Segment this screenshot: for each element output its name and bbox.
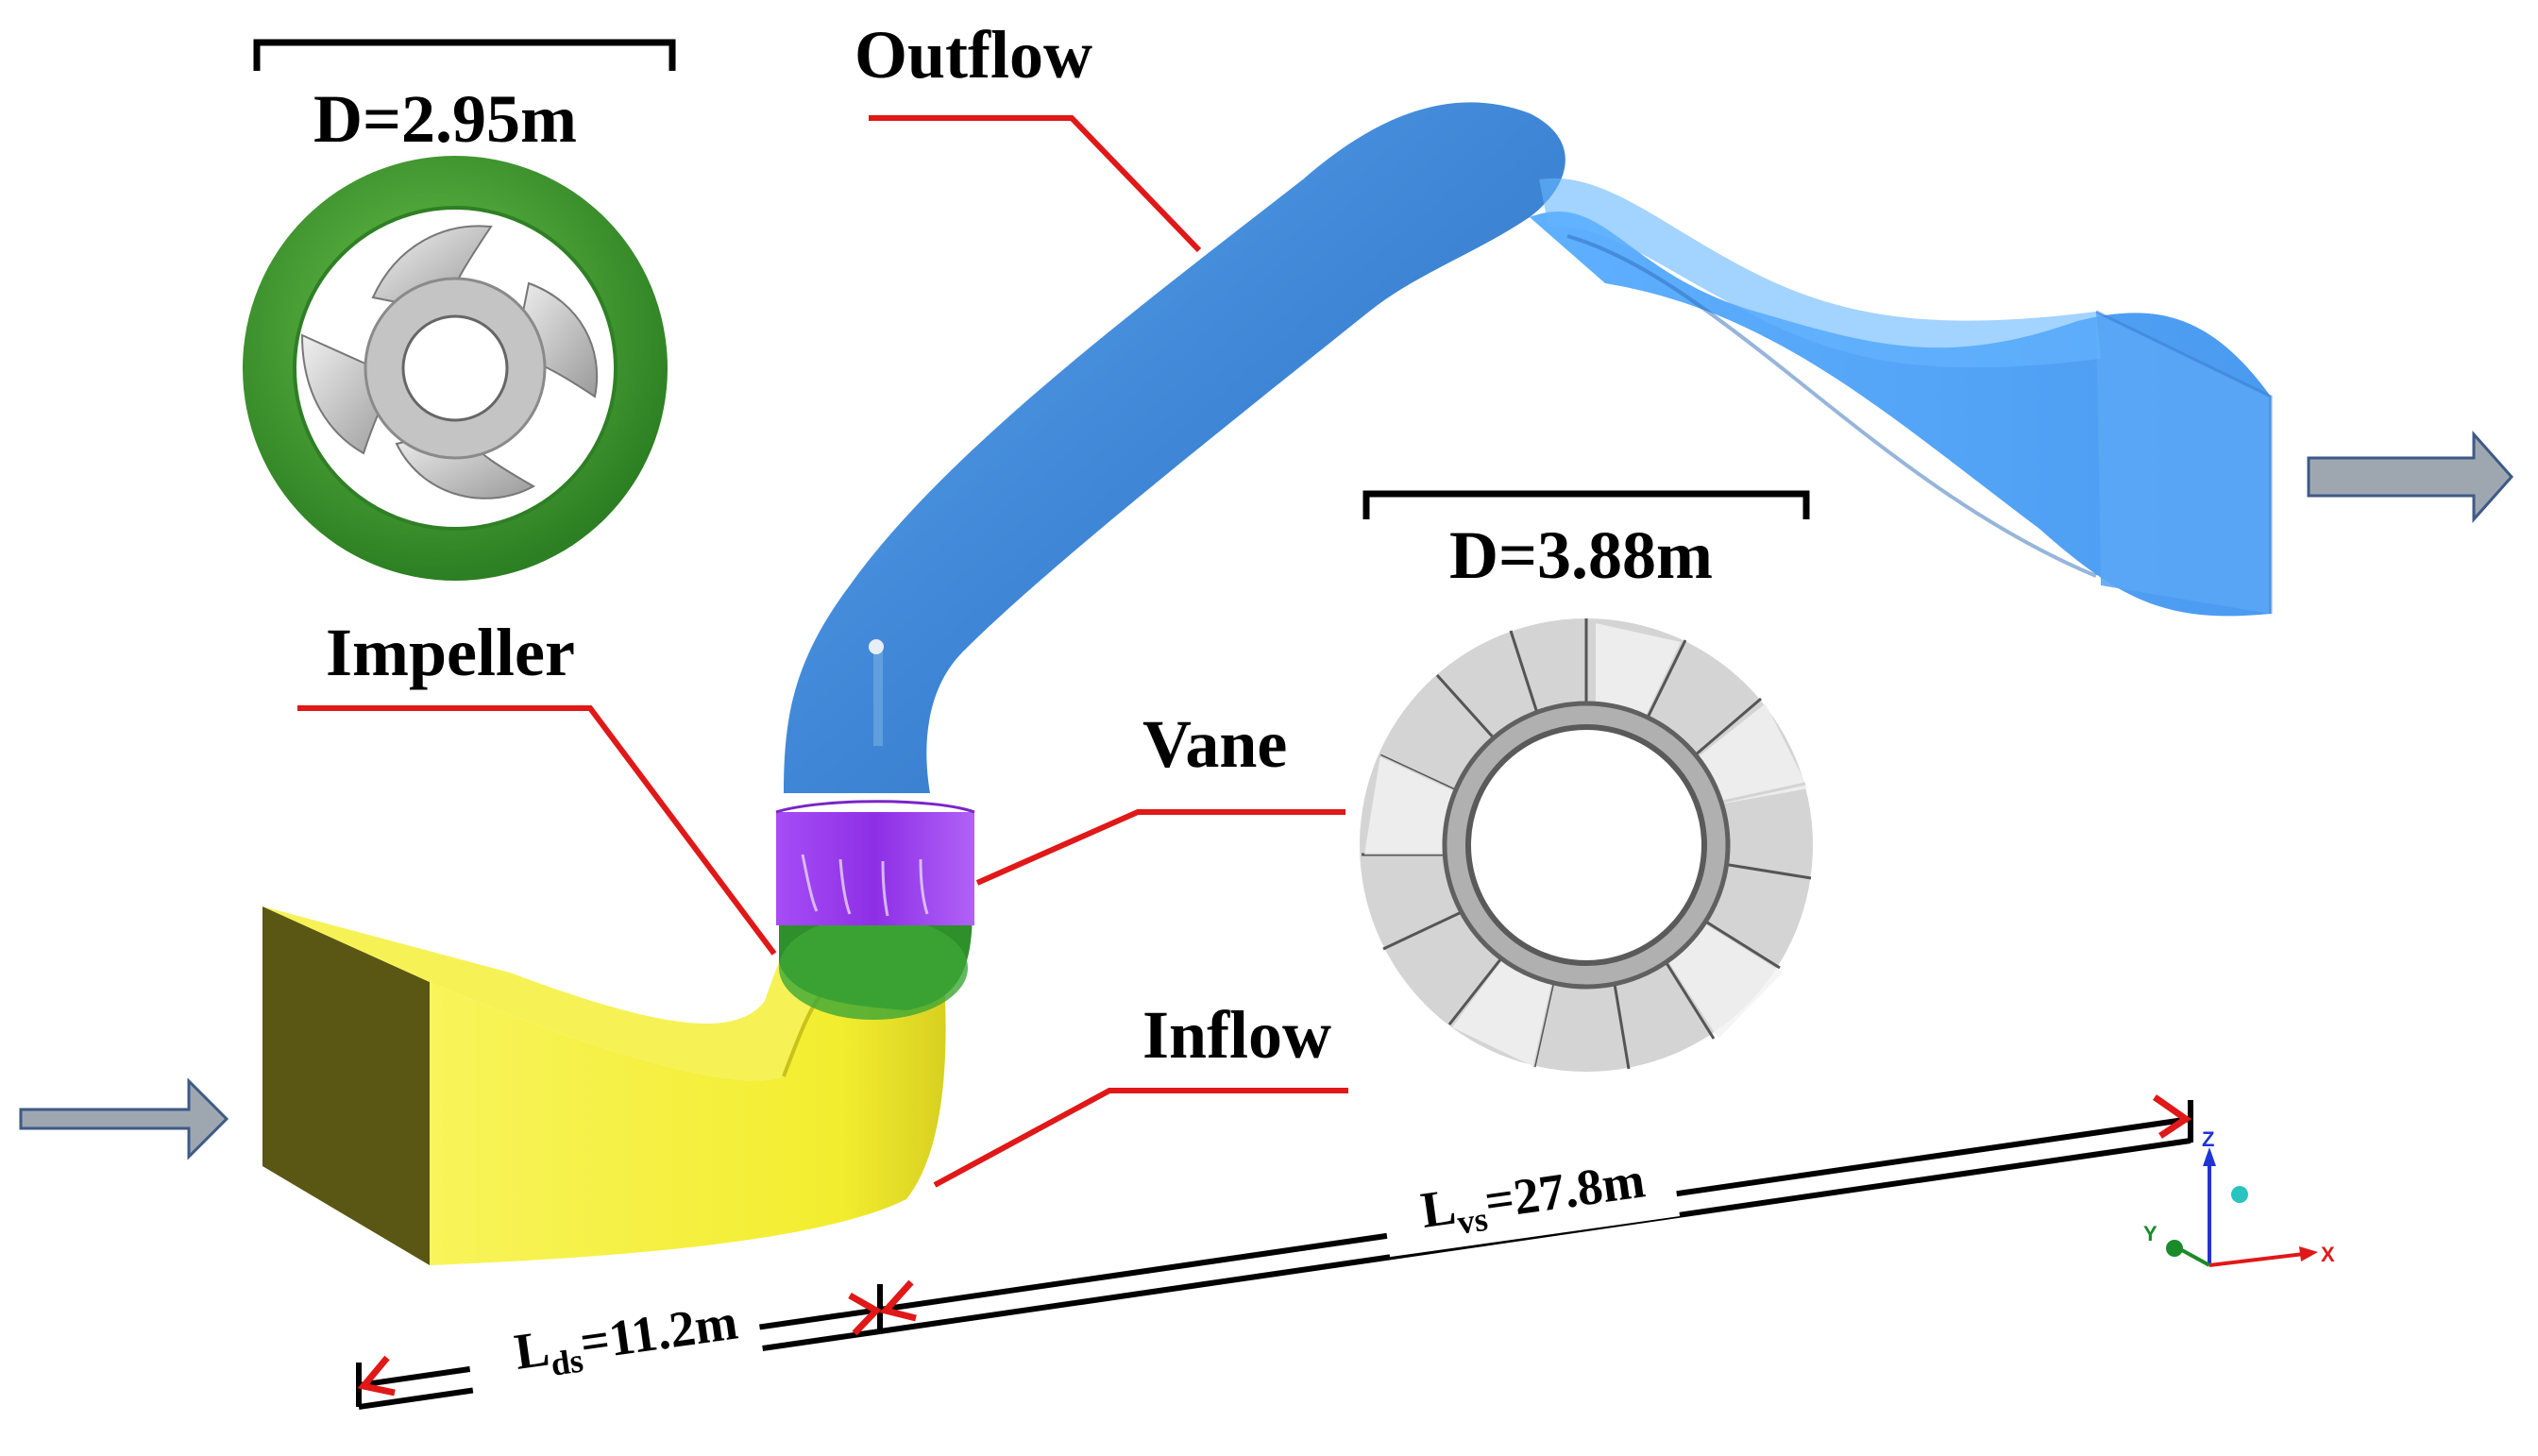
pump-section bbox=[775, 800, 975, 1020]
vane-leader bbox=[975, 809, 1345, 886]
vane-diameter-label: D=3.88m bbox=[1449, 517, 1713, 593]
vane-label: Vane bbox=[1142, 706, 1287, 782]
axis-y-label: Y bbox=[2143, 1222, 2157, 1245]
impeller-detail bbox=[243, 156, 668, 581]
impeller-leader bbox=[297, 705, 777, 956]
inflow-leader bbox=[933, 1088, 1348, 1188]
vane-detail bbox=[1360, 618, 1813, 1072]
outflow-leader bbox=[869, 115, 1202, 253]
inflow-duct bbox=[262, 906, 946, 1265]
inflow-label: Inflow bbox=[1142, 997, 1331, 1073]
outflow-duct bbox=[784, 102, 2273, 794]
impeller-scale-bar bbox=[253, 39, 676, 71]
leader-lines bbox=[297, 115, 1348, 1188]
length-arrowheads bbox=[357, 1094, 2192, 1397]
impeller-diameter-label: D=2.95m bbox=[313, 81, 577, 157]
axis-z-label: Z bbox=[2202, 1127, 2214, 1151]
outflow-label: Outflow bbox=[854, 17, 1092, 93]
axis-triad: Z Y X bbox=[2143, 1127, 2335, 1267]
vane-scale-bar bbox=[1362, 490, 1810, 519]
axis-x-label: X bbox=[2321, 1243, 2335, 1266]
right-arrow-icon bbox=[2307, 431, 2514, 523]
right-arrow-icon bbox=[19, 1077, 229, 1160]
impeller-label: Impeller bbox=[326, 615, 575, 690]
